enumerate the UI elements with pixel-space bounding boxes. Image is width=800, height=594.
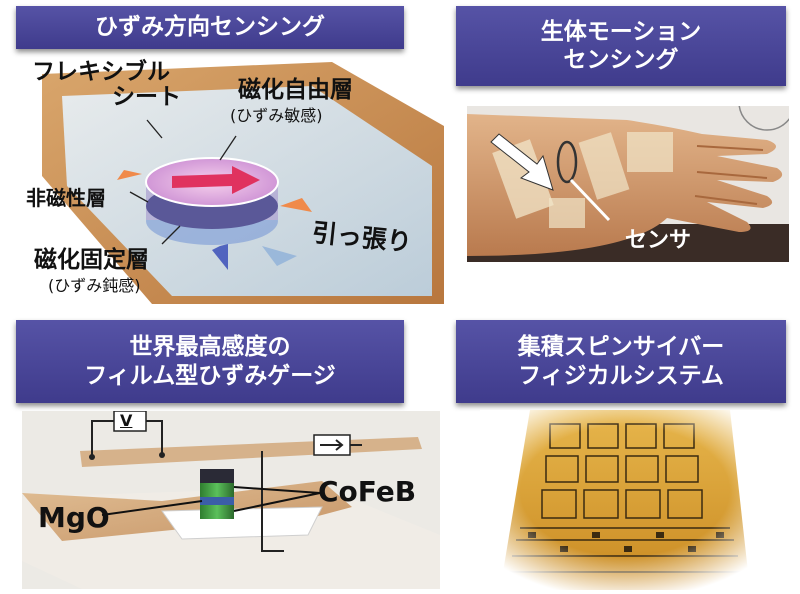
current-circuit-wire (261, 451, 284, 552)
strain-gauge-figure (22, 411, 440, 589)
pull-arrow-left (117, 170, 142, 180)
sensor-tape-4 (549, 198, 585, 228)
panel1-title-banner: ひずみ方向センシング (16, 6, 404, 49)
hand-photo-figure (467, 106, 789, 262)
panel4-title-banner: 集積スピンサイバー フィジカルシステム (456, 320, 786, 403)
panel2-title-line1: 生体モーション (540, 18, 702, 45)
pull-arrow-bottom (262, 246, 297, 266)
pinned-layer-label: 磁化固定層 (34, 247, 149, 273)
junction-pillar-cofeb-bottom (200, 505, 234, 519)
flexible-sheet-label: フレキシブル シート (32, 59, 181, 111)
free-layer-note: (ひずみ敏感) (230, 106, 323, 125)
panel1-title: ひずみ方向センシング (95, 14, 325, 41)
cofeb-label: CoFeB (318, 475, 417, 508)
panel3-title-banner: 世界最高感度の フィルム型ひずみゲージ (16, 320, 404, 403)
panel4-title-line2: フィジカルシステム (518, 362, 724, 389)
sensor-tape-2 (578, 132, 630, 200)
current-arrow-icon (320, 439, 344, 451)
free-layer-label: 磁化自由層 (238, 77, 353, 103)
mgo-label: MgO (38, 501, 110, 534)
pull-arrow-right (280, 198, 312, 212)
motion-arrow (490, 133, 554, 191)
panel3-title-line1: 世界最高感度の (129, 334, 291, 361)
voltage-label: V (120, 411, 133, 430)
strain-direction-figure (42, 62, 444, 304)
nonmagnetic-layer-label: 非磁性層 (26, 186, 106, 210)
junction-pillar-mgo (200, 497, 234, 505)
free-layer-arrow (172, 166, 260, 194)
strain-direction-diagram: フレキシブル シート 磁化自由層 (ひずみ敏感) 非磁性層 引っ張り 磁化固定層… (12, 56, 444, 304)
sensor-tape-3 (627, 132, 673, 172)
integrated-circuit-photo (480, 410, 770, 590)
panel2-title-banner: 生体モーション センシング (456, 6, 786, 86)
hand-photo: センサ (467, 106, 789, 262)
panel4-title-line1: 集積スピンサイバー (517, 334, 725, 361)
bottom-electrode (161, 506, 323, 540)
panel2-title-line2: センシング (563, 47, 679, 73)
junction-pillar-top (200, 469, 234, 483)
sensor-label: センサ (625, 228, 692, 253)
circuit-film-figure (480, 410, 770, 590)
sensor-highlight-circle (556, 140, 578, 184)
strain-gauge-diagram: V MgO CoFeB (22, 411, 440, 589)
panel3-title-line2: フィルム型ひずみゲージ (84, 362, 336, 389)
pinned-layer-arrow (200, 196, 228, 270)
junction-pillar-cofeb-top (200, 483, 234, 497)
top-electrode (80, 437, 422, 467)
pinned-layer-note: (ひずみ鈍感) (48, 276, 141, 295)
voltmeter-box (113, 411, 147, 432)
